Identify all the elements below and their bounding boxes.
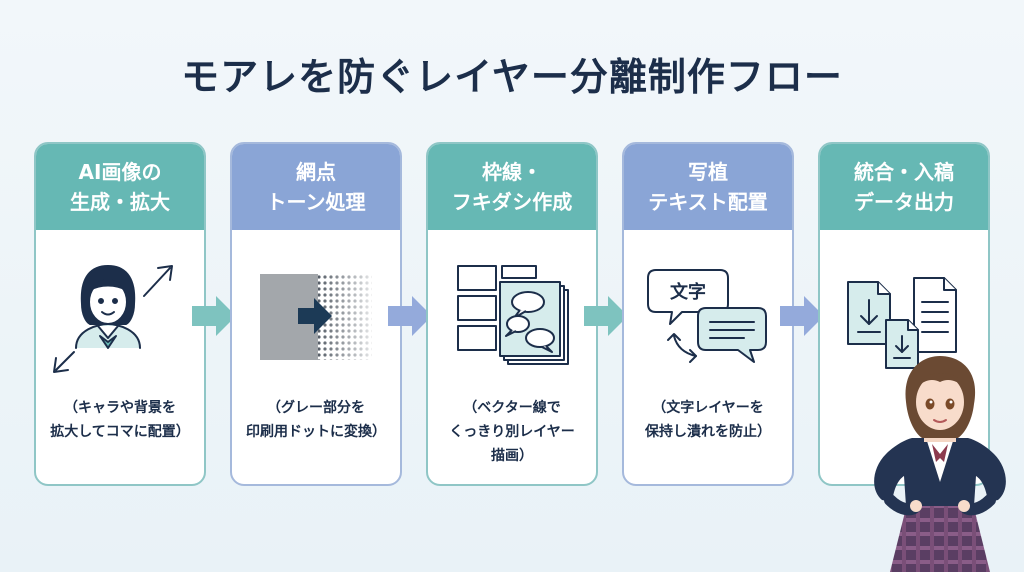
step-5-title-line-1: 統合・入稿	[854, 160, 954, 184]
flow-arrow-2	[388, 296, 432, 336]
step-3-desc-line-3: 描画）	[491, 448, 533, 464]
step-4-desc-line-2: 保持し潰れを防止）	[645, 424, 771, 440]
step-1-title-line-2: 生成・拡大	[70, 190, 170, 214]
step-3-title-line-1: 枠線・	[482, 160, 542, 184]
step-3-title-line-2: フキダシ作成	[451, 190, 573, 214]
step-4-description: （文字レイヤーを 保持し潰れを防止）	[628, 396, 788, 444]
step-4-header: 写植 テキスト配置	[624, 144, 792, 230]
step-2-title-line-1: 網点	[296, 160, 336, 184]
step-card-3: 枠線・ フキダシ作成 （ベクター線で くっきり別レイヤー 描画）	[426, 142, 598, 486]
step-3-description: （ベクター線で くっきり別レイヤー 描画）	[432, 396, 592, 468]
bubble-text: 文字	[670, 281, 706, 303]
step-1-title-line-1: AI画像の	[78, 160, 162, 184]
step-3-desc-line-2: くっきり別レイヤー	[449, 424, 575, 440]
person-with-resize-arrows-icon	[53, 265, 173, 373]
gray-to-halftone-icon	[260, 274, 372, 360]
page-title: モアレを防ぐレイヤー分離制作フロー	[181, 55, 843, 99]
step-card-1: AI画像の 生成・拡大 （キャラや背景を 拡大してコマに配置）	[34, 142, 206, 486]
step-5-title-line-2: データ出力	[854, 190, 954, 214]
flow-arrow-1	[192, 296, 236, 336]
step-1-description: （キャラや背景を 拡大してコマに配置）	[40, 396, 200, 444]
step-3-desc-line-1: （ベクター線で	[463, 400, 561, 416]
step-1-header: AI画像の 生成・拡大	[36, 144, 204, 230]
schoolgirl-illustration	[874, 356, 1006, 572]
step-2-header: 網点 トーン処理	[232, 144, 400, 230]
step-4-desc-line-1: （文字レイヤーを	[652, 400, 764, 416]
flow-arrow-3	[584, 296, 628, 336]
step-2-desc-line-2: 印刷用ドットに変換）	[246, 424, 386, 440]
step-5-header: 統合・入稿 データ出力	[820, 144, 988, 230]
step-2-description: （グレー部分を 印刷用ドットに変換）	[236, 396, 396, 444]
step-card-4: 写植 テキスト配置 文字 （文字レイヤーを 保持し潰れを防止）	[622, 142, 794, 486]
step-4-title-line-1: 写植	[688, 160, 728, 184]
step-2-title-line-2: トーン処理	[266, 190, 366, 214]
step-1-desc-line-2: 拡大してコマに配置）	[50, 424, 190, 440]
step-card-2: 網点 トーン処理 （グレー部分を 印刷用ドットに変換）	[230, 142, 402, 486]
download-documents-icon	[847, 277, 957, 369]
step-4-title-line-2: テキスト配置	[648, 190, 768, 214]
text-speech-bubbles-icon: 文字	[647, 269, 767, 363]
step-2-desc-line-1: （グレー部分を	[267, 400, 365, 416]
panel-frames-with-speech-bubbles-icon	[457, 265, 569, 365]
flow-arrow-4	[780, 296, 824, 336]
step-1-desc-line-1: （キャラや背景を	[64, 400, 176, 416]
step-3-header: 枠線・ フキダシ作成	[428, 144, 596, 230]
